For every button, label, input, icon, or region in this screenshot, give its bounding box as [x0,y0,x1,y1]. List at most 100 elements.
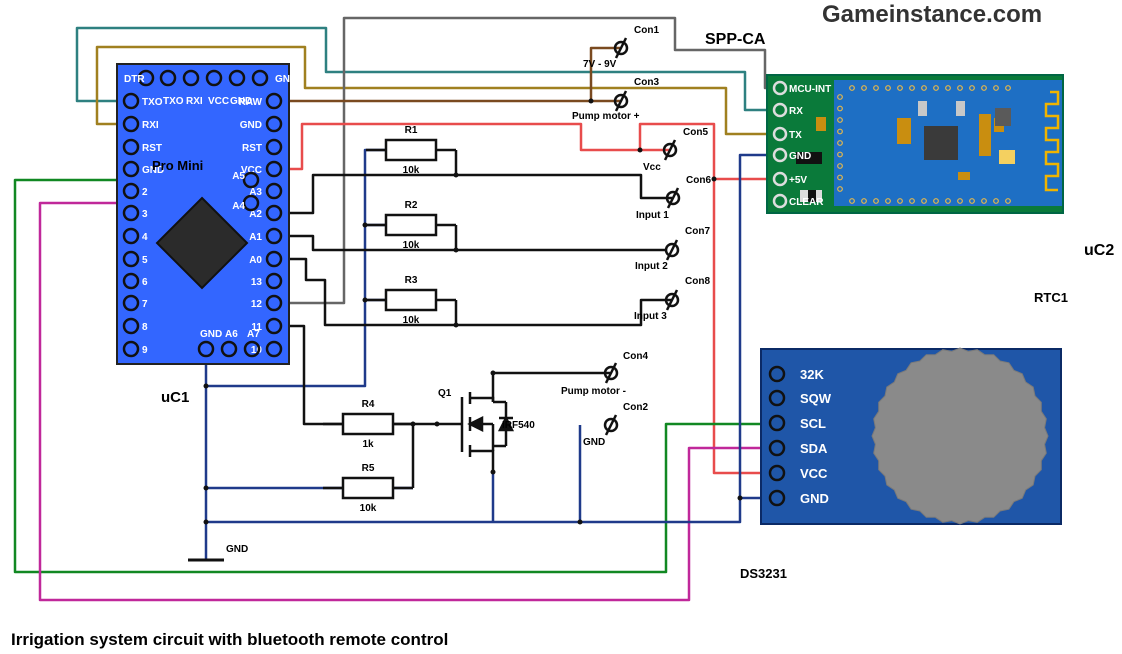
uc1-pin-label: RST [142,143,162,154]
uc1-left-pin-hole [122,160,140,178]
rtc-pin-hole [768,439,786,457]
resistor-r4-body [341,412,395,436]
uc1-left-pin-hole [122,317,140,335]
uc1-pin-label: 8 [142,322,148,333]
connector-con5-ref: Con5 [683,127,708,138]
uc1-pin-label: GND [142,165,164,176]
uc1-bottom-pin-hole [243,340,261,358]
uc1-pin-label: 3 [142,209,148,220]
wire-black [274,150,672,488]
uc1-pin-label: A0 [249,255,262,266]
uc1-left-pin-hole [122,294,140,312]
uc1-right-pin-hole [265,160,283,178]
uc1-left-pin-hole [122,204,140,222]
uc1-right-pin-hole [265,340,283,358]
uc1-pin-label: GND [275,74,297,85]
resistor-r5-ref: R5 [362,463,375,474]
rtc-pin-hole [768,414,786,432]
uc2-name: SPP-CA [705,31,766,48]
uc1-pin-label: TXO [163,96,184,107]
uc1-left-pin-hole [122,272,140,290]
uc1-right-pin-hole [265,317,283,335]
connector-con8-ref: Con8 [685,276,710,287]
resistor-r3-value: 10k [403,315,420,326]
uc2-pin-hole [772,147,788,163]
caption: Irrigation system circuit with bluetooth… [11,630,448,649]
uc1-right-pin-hole [265,115,283,133]
rtc-pin-label: 32K [800,367,824,382]
uc1-pin-label: GND [200,329,222,340]
uc2-smd-orange [816,117,826,131]
uc1-right-pin-hole [265,204,283,222]
uc1-top-pin-hole [228,69,246,87]
wire-txo-rx [75,26,780,112]
connector-con5-label: Vcc [643,162,661,173]
uc1-pin-label: A7 [247,329,260,340]
connector-con7-terminal [664,242,680,258]
uc1-right-pin-hole [265,272,283,290]
connector-con6-ref: Con6 [686,175,711,186]
connector-con2-ref: Con2 [623,402,648,413]
resistor-r5-value: 10k [360,503,377,514]
ground-label: GND [226,544,248,555]
uc2-pin-label: GND [789,151,811,162]
uc1-inner-pin-hole [242,194,260,212]
uc1-pin-label: A6 [225,329,238,340]
uc1-pin-label: A1 [249,232,262,243]
uc1-pin-label: DTR [124,74,145,85]
uc1-pin-label: VCC [241,165,262,176]
uc1-ref: uC1 [161,389,189,406]
resistor-r1-ref: R1 [405,125,418,136]
wire-a5-scl [13,178,776,574]
uc1-left-pin-hole [122,92,140,110]
uc2-smd-silver [918,101,1015,164]
uc1-left-pin-hole [122,227,140,245]
resistor-r3-body [384,288,438,312]
rtc-pin-label: SDA [800,441,828,456]
uc1-top-pin-hole [137,69,155,87]
uc1-pin-label: A2 [249,209,262,220]
rtc-pin-hole [768,389,786,407]
uc2-chip [924,126,958,160]
uc2-pin-hole [772,126,788,142]
rtc-ref: RTC1 [1034,290,1068,305]
connector-con4-ref: Con4 [623,351,648,362]
connector-con8-terminal [664,292,680,308]
uc1-left-pin-hole [122,138,140,156]
rtc-pin-hole [768,489,786,507]
wire-ground-net [204,148,780,560]
connector-con3-label: Pump motor + [572,111,640,122]
uc1-top-pin-hole [182,69,200,87]
resistor-r4-value: 1k [362,439,374,450]
uc1-left-pin-hole [122,340,140,358]
uc1-pin-label: GND [230,96,252,107]
uc2-pin-hole [772,102,788,118]
uc1-pin-label: RAW [239,97,263,108]
connector-con4-terminal [603,365,619,381]
connector-con7-label: Input 2 [635,261,668,272]
uc1-right-pin-hole [265,294,283,312]
uc1-pin-label: 2 [142,187,148,198]
uc1-pin-label: RXI [186,96,203,107]
rtc-pin-label: SQW [800,391,832,406]
uc1-pin-label: 5 [142,255,148,266]
connector-con3-terminal [613,93,629,109]
connector-con2-terminal [603,417,619,433]
rtc-pin-hole [768,464,786,482]
resistor-r2-ref: R2 [405,200,418,211]
uc2-cap-dark [808,190,816,202]
uc1-top-pin-hole [251,69,269,87]
wire-pin12-mcuint [274,16,780,305]
uc1-pin-label: RST [242,143,262,154]
uc1-inner-pin-hole [242,171,260,189]
connector-con7-ref: Con7 [685,226,710,237]
uc1-bottom-pin-hole [197,340,215,358]
uc2-pin-label: RX [789,106,803,117]
uc1-pin-label: A5 [232,171,245,182]
site-title: Gameinstance.com [822,1,1042,28]
uc1-pin-label: 4 [142,232,148,243]
connector-con1-ref: Con1 [634,25,659,36]
